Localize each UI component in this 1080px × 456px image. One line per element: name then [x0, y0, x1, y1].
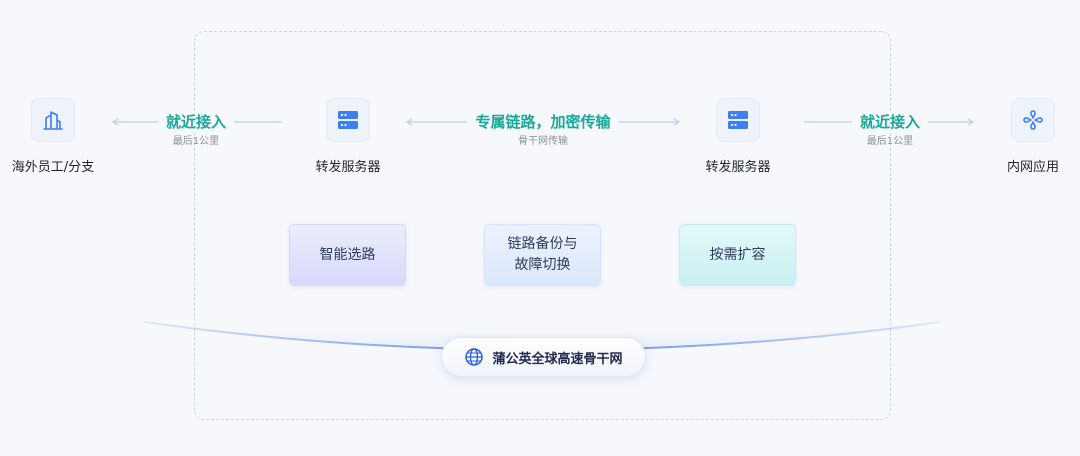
node-label: 转发服务器	[315, 160, 381, 175]
server-icon	[716, 98, 760, 142]
link-subtitle: 骨干网传输	[518, 136, 568, 147]
node-label: 海外员工/分支	[11, 160, 95, 175]
node-forward-server-left: 转发服务器	[288, 98, 408, 175]
link-left-access: 就近接入 最后1公里	[110, 112, 282, 152]
app-node-icon	[1011, 98, 1055, 142]
link-title: 就近接入	[851, 113, 928, 131]
link-title: 专属链路，加密传输	[467, 113, 619, 131]
node-forward-server-right: 转发服务器	[678, 98, 798, 175]
feature-smart-routing: 智能选路	[289, 224, 406, 286]
link-subtitle: 最后1公里	[866, 136, 914, 147]
backbone-boundary-frame	[194, 31, 891, 420]
feature-link-backup-failover: 链路备份与 故障切换	[484, 224, 601, 286]
link-right-access: 就近接入 最后1公里	[804, 112, 976, 152]
node-intranet-app: 内网应用	[973, 98, 1080, 175]
node-label: 内网应用	[1006, 160, 1059, 175]
link-dedicated-backbone: 专属链路，加密传输 骨干网传输	[404, 112, 682, 152]
node-overseas-staff: 海外员工/分支	[0, 98, 113, 175]
server-icon	[326, 98, 370, 142]
backbone-label: 蒲公英全球高速骨干网	[492, 351, 623, 367]
node-label: 转发服务器	[705, 160, 771, 175]
backbone-badge: 蒲公英全球高速骨干网	[441, 337, 646, 377]
link-title: 就近接入	[157, 113, 234, 131]
building-icon	[31, 98, 75, 142]
feature-on-demand-scaling: 按需扩容	[679, 224, 796, 286]
link-subtitle: 最后1公里	[172, 136, 220, 147]
globe-icon	[465, 348, 484, 366]
